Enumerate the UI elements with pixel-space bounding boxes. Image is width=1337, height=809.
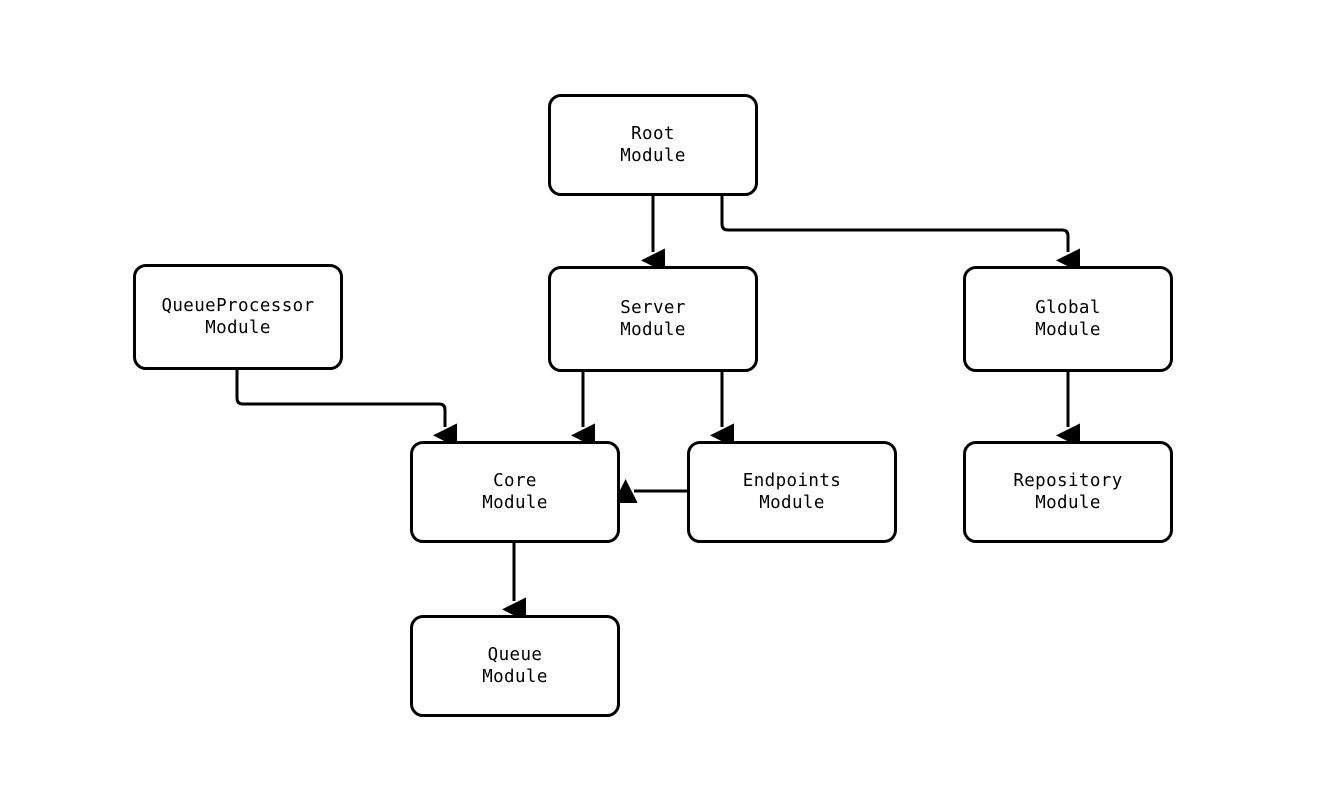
node-core-label-line1: Core: [493, 471, 537, 491]
node-repository-label-line1: Repository: [1013, 471, 1123, 491]
node-repository-label-line2: Module: [1035, 493, 1101, 513]
node-queue-label-line2: Module: [482, 667, 548, 687]
node-queue-label-line1: Queue: [487, 645, 543, 665]
node-server-label-line2: Module: [620, 320, 686, 340]
edge-queueprocessor-core: [235, 370, 457, 448]
node-server-label-line1: Server: [620, 298, 686, 318]
node-root-label-line1: Root: [631, 124, 675, 144]
node-queueprocessor-label-line2: Module: [205, 318, 271, 338]
edges-group: [235, 196, 1080, 622]
node-core-label-line2: Module: [482, 493, 548, 513]
node-root-label-line2: Module: [620, 146, 686, 166]
edge-root-global: [720, 196, 1080, 273]
node-endpoints-label-line1: Endpoints: [742, 471, 842, 491]
node-endpoints-label-line2: Module: [759, 493, 825, 513]
node-global-label-line2: Module: [1035, 320, 1101, 340]
node-global-label-line1: Global: [1035, 298, 1101, 318]
node-queueprocessor-label-line1: QueueProcessor: [161, 296, 315, 316]
